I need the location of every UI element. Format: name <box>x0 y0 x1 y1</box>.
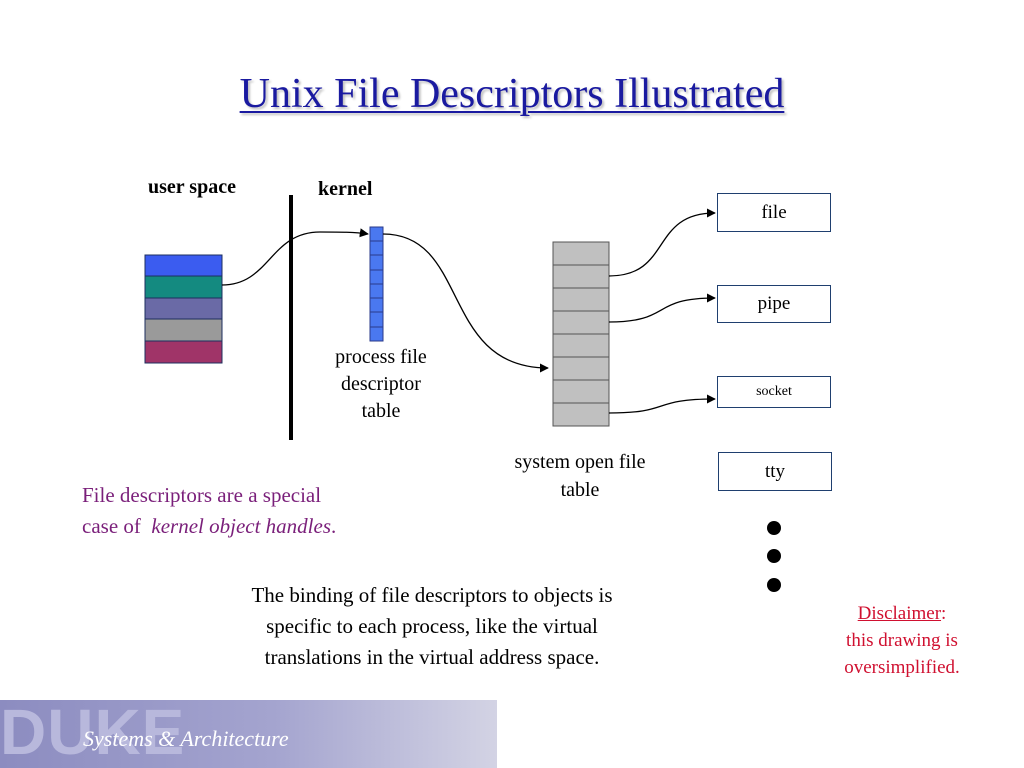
arrow-fd-to-open-file <box>382 233 549 373</box>
object-file-box: file <box>717 193 831 232</box>
user-block-2 <box>144 275 223 299</box>
binding-explanation: The binding of file descriptors to objec… <box>251 583 613 669</box>
object-socket-box: socket <box>717 376 831 408</box>
slide-title: Unix File Descriptors Illustrated <box>239 71 785 117</box>
user-space-label: user space <box>148 176 236 198</box>
user-block-3 <box>144 297 223 320</box>
ellipsis-dot-2 <box>767 549 781 563</box>
process-fd-table-label: process file descriptor table <box>335 346 427 422</box>
arrow-to-pipe <box>608 293 716 323</box>
process-fd-table-dividers <box>370 240 383 328</box>
user-block-4 <box>144 318 223 342</box>
user-block-1 <box>144 254 223 277</box>
duke-logo: DUKE <box>0 700 186 768</box>
object-pipe-box: pipe <box>717 285 831 323</box>
ellipsis-dot-1 <box>767 521 781 535</box>
arrow-user-to-fd <box>221 228 369 286</box>
arrow-to-file <box>608 208 716 277</box>
kernel-label: kernel <box>318 178 373 200</box>
handles-note: File descriptors are a special case of k… <box>82 483 337 538</box>
footer-band: DUKE Systems & Architecture <box>0 700 497 768</box>
disclaimer: Disclaimer: this drawing is oversimplifi… <box>844 603 960 678</box>
arrow-to-socket <box>608 394 716 414</box>
user-block-5 <box>144 340 223 364</box>
footer-tagline: Systems & Architecture <box>83 726 289 751</box>
ellipsis-dot-3 <box>767 578 781 592</box>
object-tty-box: tty <box>718 452 832 491</box>
open-file-table-label: system open file table <box>514 451 646 501</box>
open-file-table-dividers <box>553 264 609 404</box>
